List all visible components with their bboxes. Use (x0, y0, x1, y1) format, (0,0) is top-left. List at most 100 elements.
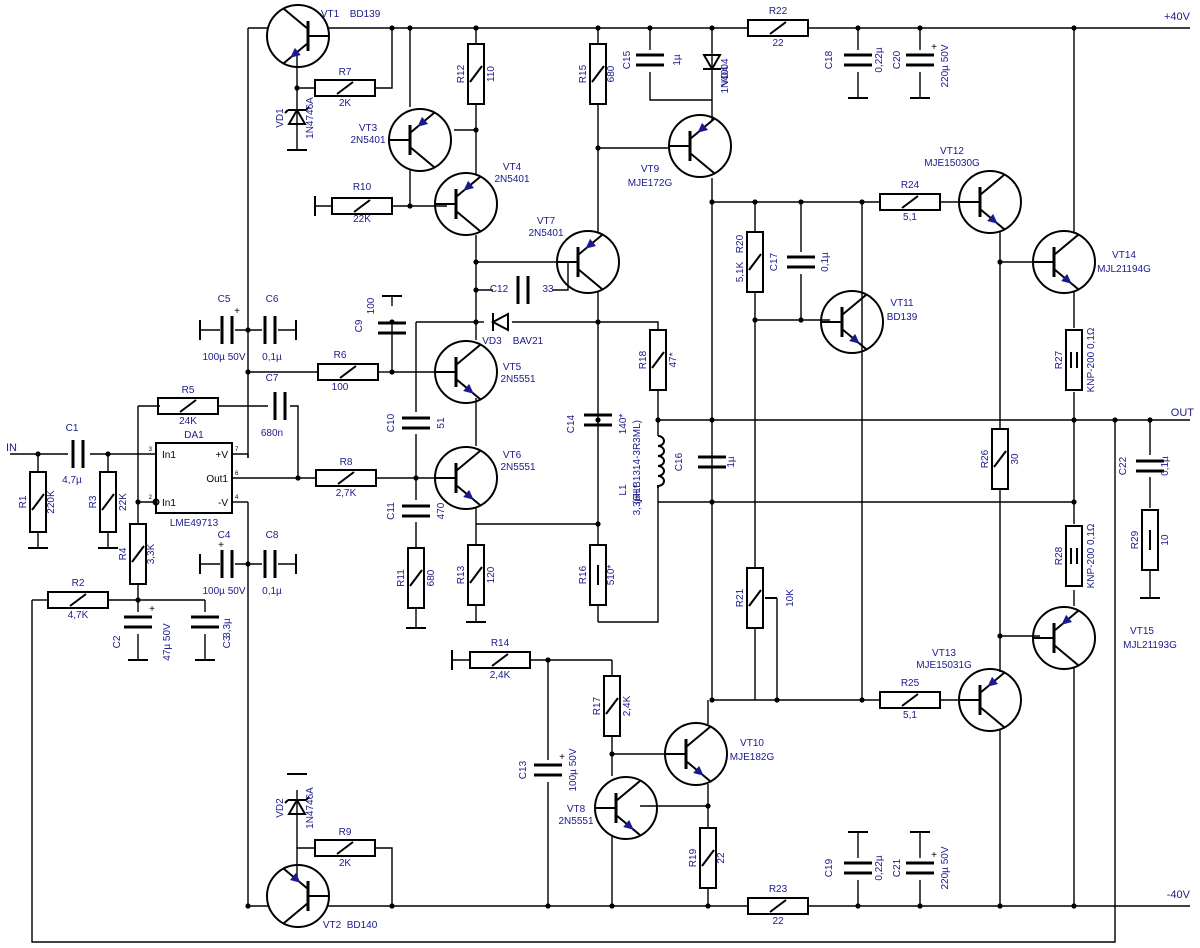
diode-part: 1N4746A (305, 97, 316, 139)
capacitor-ref: C21 (892, 858, 903, 877)
resistor-r9 (314, 839, 376, 857)
resistor-ref: R19 (688, 848, 699, 867)
capacitor-value: 220µ 50V (940, 44, 951, 87)
diode-part: BAV21 (513, 336, 544, 347)
transistor-arrow (289, 872, 301, 883)
junction-dot (1071, 903, 1077, 909)
resistor-slash (31, 493, 45, 511)
resistor-slash (605, 697, 619, 715)
transistor-arrow (623, 819, 634, 830)
resistor-slash (651, 351, 665, 369)
capacitor-value: 680n (261, 428, 283, 439)
junction-dot (709, 697, 715, 703)
junction-dot (407, 25, 413, 31)
capacitor-ref: C1 (66, 423, 79, 434)
resistor-r24 (879, 193, 941, 211)
resistor-value: 5,1K (735, 261, 746, 282)
transistor-collector (979, 174, 1005, 196)
polarity-mark: + (559, 752, 565, 763)
capacitor-value: 100 (366, 297, 377, 314)
resistor-ref: R11 (396, 569, 407, 587)
transistor-collector (841, 294, 867, 316)
capacitor-value: 51 (436, 417, 447, 429)
capacitor-value: 0,1µ (820, 252, 831, 272)
opamp-pin-number: 4 (235, 495, 239, 501)
resistor-value: 2,4K (490, 670, 511, 681)
resistor-slash (901, 195, 919, 209)
transistor-ref: VT6 (503, 450, 522, 461)
capacitor-value: 0,1µ (262, 352, 282, 363)
wire (649, 72, 712, 101)
capacitor-ref: C10 (386, 413, 397, 432)
resistor-slash (409, 569, 423, 587)
resistor-ref: R16 (578, 565, 589, 584)
junction-dots (35, 25, 1153, 909)
wire (232, 453, 249, 458)
junction-dot (245, 561, 251, 567)
resistor-ref: R2 (72, 578, 85, 589)
opamp-pin-label: In1 (162, 498, 176, 509)
transistor-arrow (1061, 273, 1072, 284)
transistor-part: MJL21194G (1097, 264, 1151, 275)
resistor-slash (337, 471, 355, 485)
junction-dot (595, 25, 601, 31)
transistor-ref: VT8 (567, 804, 586, 815)
resistor-r16 (589, 544, 607, 606)
transistor-collector (689, 152, 715, 174)
opamp-inverting-mark (152, 498, 160, 506)
resistor-ref: R24 (901, 180, 920, 191)
resistor-value: 10 (1160, 534, 1171, 546)
diode-ref: VD2 (275, 798, 286, 818)
inductor-l1 (657, 435, 665, 488)
zener-diode (287, 797, 307, 815)
resistor-ref: R23 (769, 884, 788, 895)
opamp-pin-label: -V (218, 498, 228, 509)
capacitor-value: 100µ 50V (568, 748, 579, 791)
junction-dot (709, 499, 715, 505)
capacitor-ref: C20 (892, 50, 903, 69)
transistor-part: BD140 (347, 920, 378, 931)
polarity-mark: + (931, 42, 937, 53)
resistor-value: 47* (668, 352, 679, 367)
output-label: OUT (1171, 407, 1195, 419)
transistor-arrow (585, 238, 597, 249)
junction-dot (295, 475, 301, 481)
transistor-arrow (463, 489, 474, 500)
junction-dot (855, 903, 861, 909)
transistor-collector (685, 726, 711, 748)
junction-dot (473, 25, 479, 31)
junction-dot (609, 751, 615, 757)
resistor-value: 120 (486, 566, 497, 583)
wire (296, 847, 315, 880)
junction-dot (859, 697, 865, 703)
opamp-pin-number: 7 (235, 447, 239, 453)
junction-dot (1071, 499, 1077, 505)
junction-dot (997, 259, 1003, 265)
junction-dot (609, 903, 615, 909)
junction-dot (997, 903, 1003, 909)
transistor-ref: VT13 (932, 648, 956, 659)
capacitor-ref: C12 (490, 284, 509, 295)
resistor-r4 (129, 523, 147, 585)
resistor-r14 (469, 651, 531, 669)
capacitor-value: 47µ 50V (162, 623, 173, 661)
junction-dot (545, 903, 551, 909)
junction-dot (859, 199, 865, 205)
transistor-collector (455, 344, 481, 366)
resistor-slash (131, 545, 145, 563)
junction-dot (1071, 417, 1077, 423)
resistor-ref: R3 (88, 495, 99, 508)
resistor-ref: R12 (456, 64, 467, 83)
resistor-slash (469, 566, 483, 584)
resistor-ref: R17 (592, 696, 603, 715)
junction-dot (135, 499, 141, 505)
capacitor-ref: C15 (622, 50, 633, 69)
transistor-arrow (417, 116, 429, 127)
transistor-collector (1053, 644, 1079, 666)
transistor-part: MJL21193G (1123, 640, 1177, 651)
opamp-pin-number: 6 (235, 471, 239, 477)
resistor-r15 (589, 43, 607, 105)
diode-ref: VD1 (275, 108, 286, 128)
capacitor-ref: C19 (824, 858, 835, 877)
capacitor-ref: C4 (218, 530, 231, 541)
